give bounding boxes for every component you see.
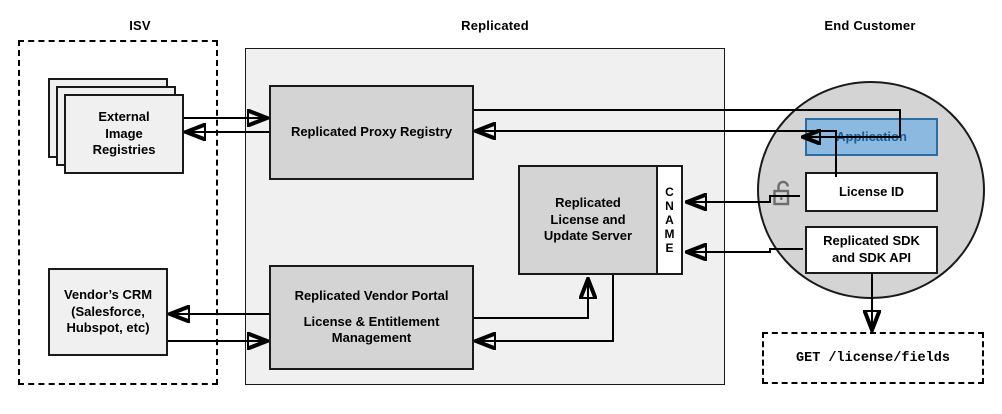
node-replicated-sdk[interactable]: Replicated SDK and SDK API (805, 226, 938, 274)
replicated-sdk-line-1: Replicated SDK (823, 233, 920, 249)
node-replicated-proxy-registry[interactable]: Replicated Proxy Registry (269, 85, 474, 180)
external-image-registries-line-3: Registries (92, 142, 156, 158)
license-fields-request-box[interactable]: GET /license/fields (762, 332, 984, 384)
cname-badge: C N A M E (657, 165, 683, 275)
vendor-portal-title: Replicated Vendor Portal (294, 287, 449, 303)
license-server-line-1: Replicated (555, 194, 621, 210)
cname-letter-a: A (665, 212, 674, 227)
cname-letter-e: E (665, 241, 674, 256)
node-vendor-crm[interactable]: Vendor’s CRM (Salesforce, Hubspot, etc) (48, 268, 168, 356)
cname-letter-c: C (665, 184, 674, 199)
isv-boundary (18, 40, 218, 385)
license-fields-request-text: GET /license/fields (796, 350, 950, 366)
node-external-image-registries[interactable]: External Image Registries (64, 94, 184, 174)
unlock-icon (770, 178, 796, 208)
vendor-portal-gap (295, 305, 449, 314)
group-label-isv: ISV (129, 18, 151, 33)
replicated-sdk-line-2: and SDK API (832, 250, 911, 265)
vendor-crm-line-2: (Salesforce, (71, 303, 145, 319)
application-label: Application (836, 128, 907, 144)
external-image-registries-line-2: Image (105, 125, 143, 141)
group-label-replicated: Replicated (461, 18, 529, 33)
license-server-line-2: License and (550, 211, 626, 227)
external-image-registries-line-1: External (98, 108, 150, 124)
proxy-registry-label: Replicated Proxy Registry (290, 124, 453, 140)
vendor-crm-line-1: Vendor’s CRM (63, 286, 153, 302)
vendor-crm-line-3: Hubspot, etc) (66, 320, 150, 336)
node-replicated-license-update-server[interactable]: Replicated License and Update Server (518, 165, 658, 275)
node-replicated-vendor-portal[interactable]: Replicated Vendor Portal License & Entit… (269, 265, 474, 370)
cname-letter-n: N (665, 198, 674, 213)
vendor-portal-sub-1: License & Entitlement (303, 313, 440, 329)
vendor-portal-sub-2: Management (331, 330, 412, 346)
group-label-end-customer: End Customer (824, 18, 916, 33)
node-application[interactable]: Application (805, 118, 938, 156)
license-id-label: License ID (838, 183, 905, 199)
node-license-id[interactable]: License ID (805, 172, 938, 212)
license-server-line-3: Update Server (543, 228, 633, 244)
cname-letter-m: M (664, 227, 675, 242)
